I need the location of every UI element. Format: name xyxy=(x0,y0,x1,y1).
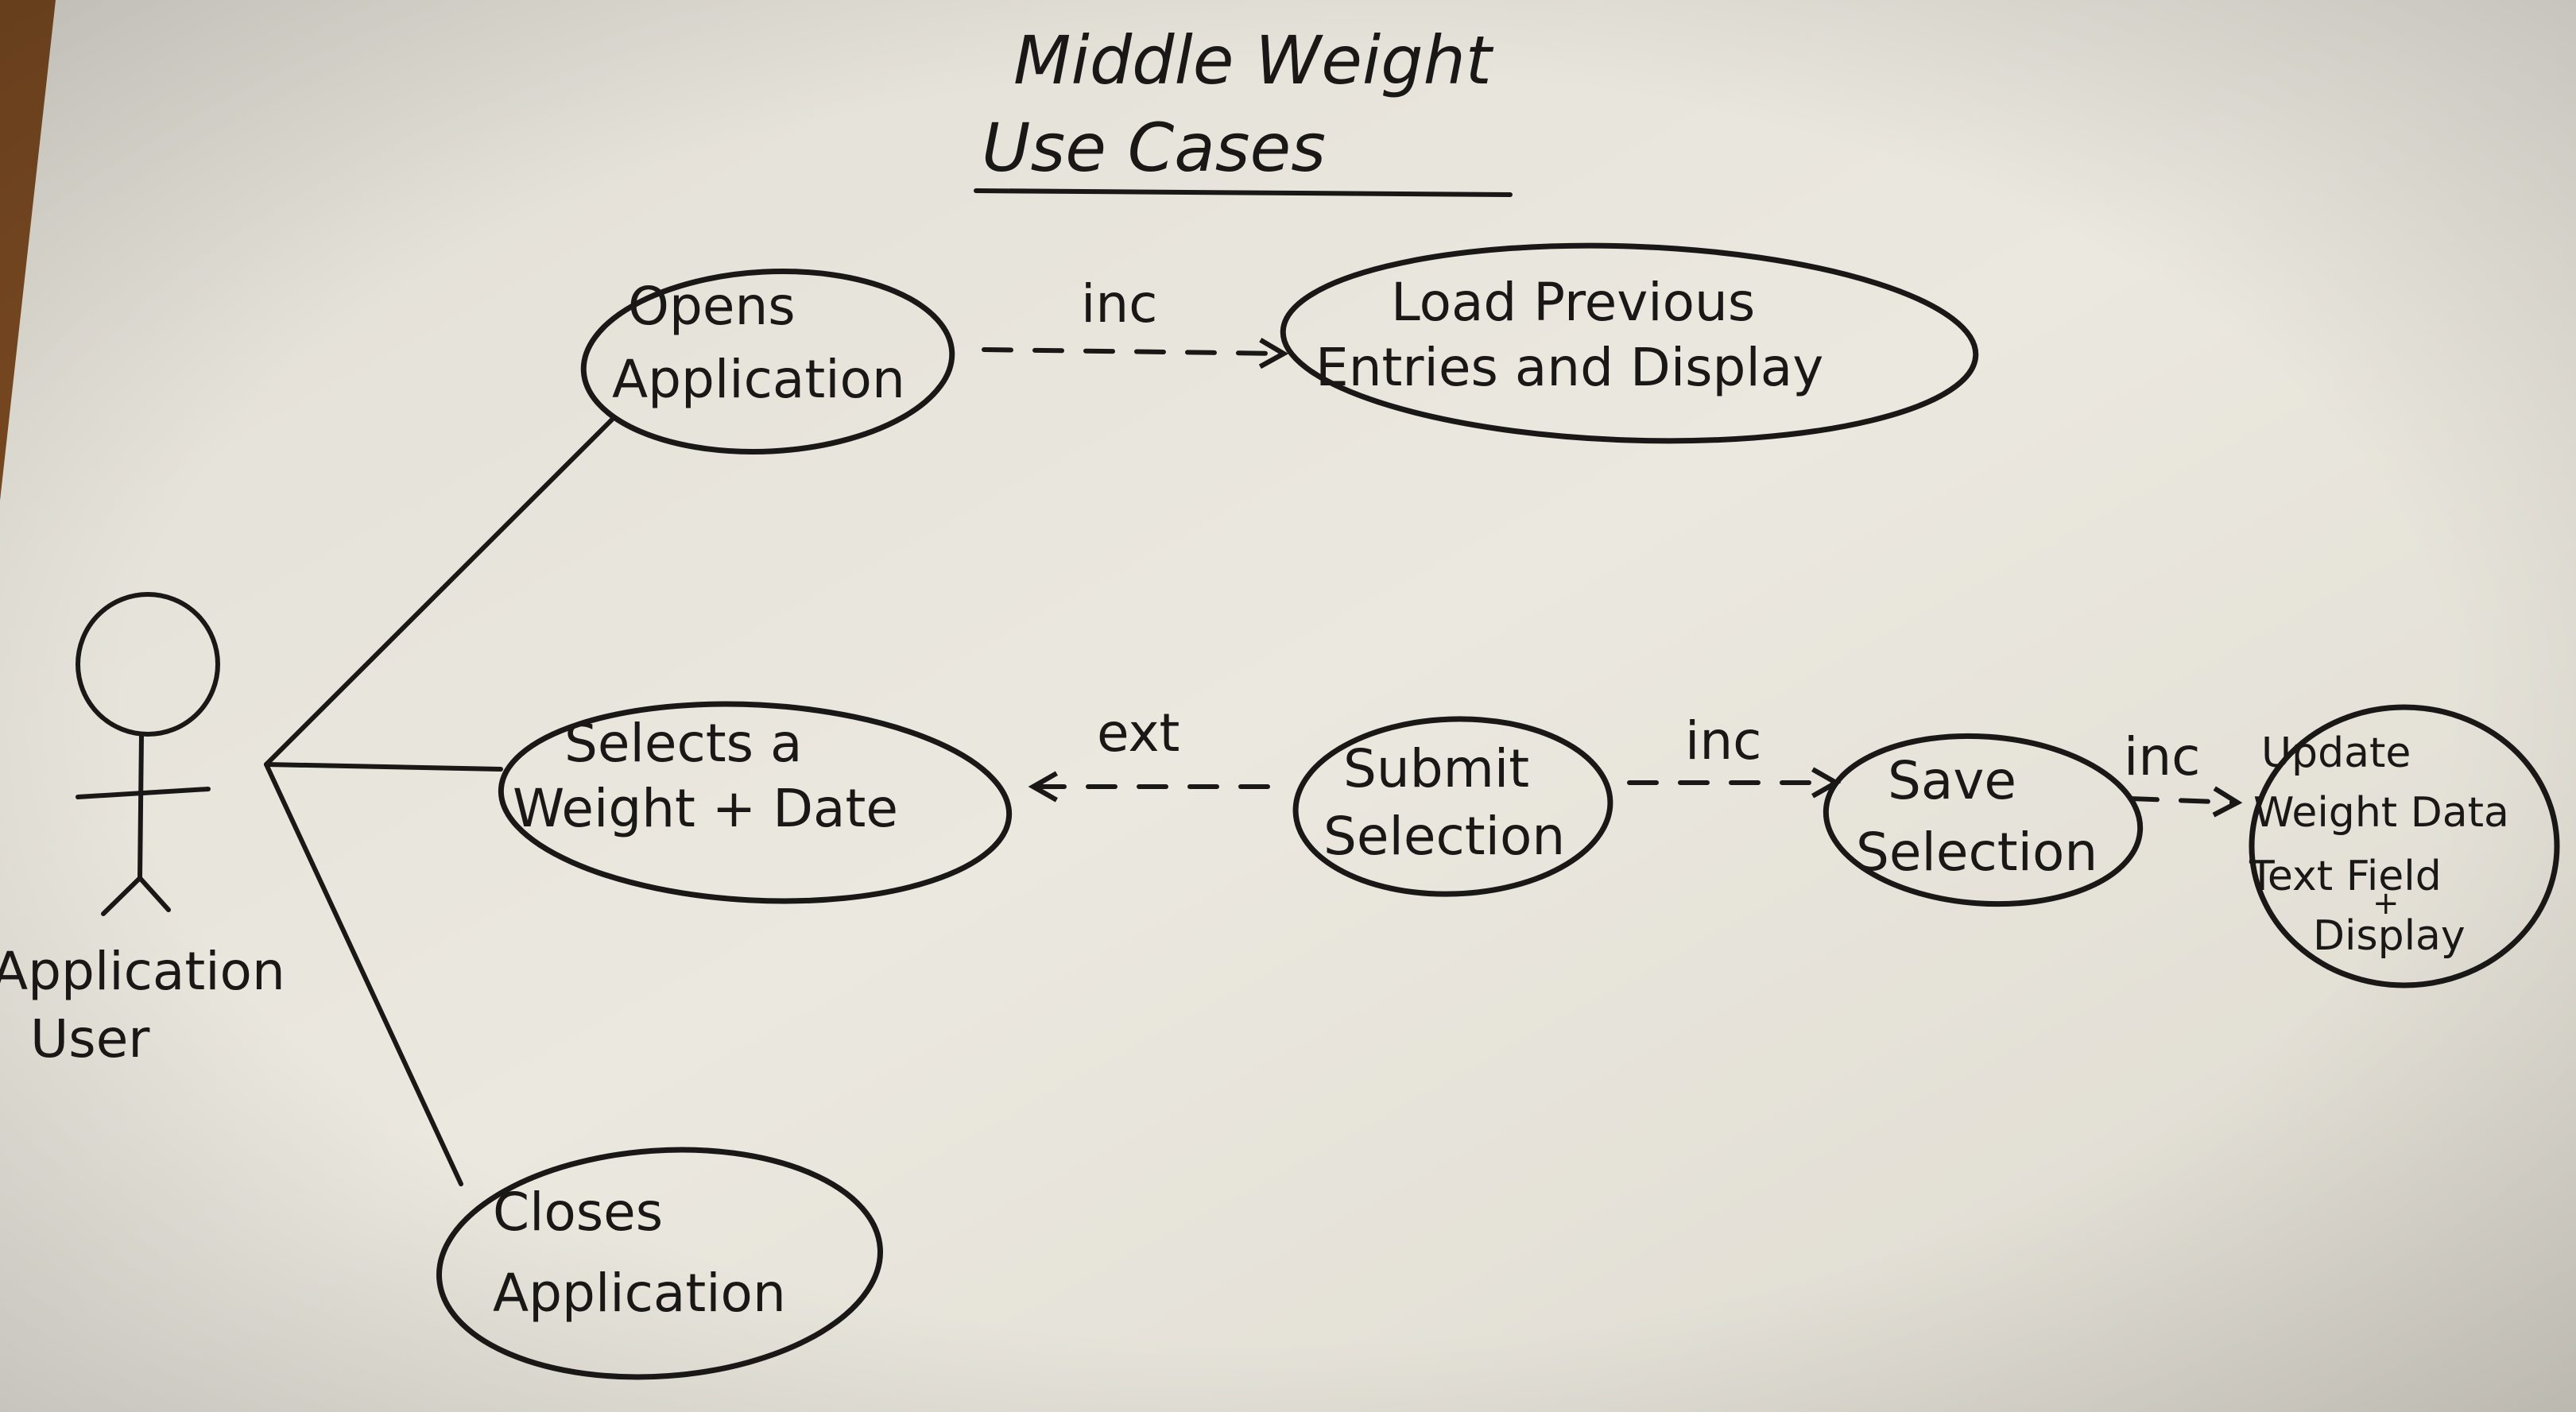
actor-head xyxy=(76,592,220,737)
association-closes-application xyxy=(264,762,463,1186)
association-opens-application xyxy=(264,417,614,767)
selects-weight-line1: Selects a xyxy=(564,713,802,774)
load-previous-line2: Entries and Display xyxy=(1315,337,1823,398)
update-weight-line4: + xyxy=(2373,885,2400,922)
diagram-title-line2: Use Cases xyxy=(982,109,1326,187)
use-case-update-weight-data xyxy=(2249,704,2560,988)
use-case-load-previous-entries xyxy=(1280,242,1979,444)
actor-left-leg xyxy=(101,876,142,916)
actor-label-line1: Application xyxy=(0,941,285,1002)
selects-weight-line2: Weight + Date xyxy=(513,778,898,839)
opens-application-line2: Application xyxy=(612,349,905,410)
submit-selection-line2: Selection xyxy=(1323,806,1565,867)
actor-right-leg xyxy=(138,876,171,912)
use-case-selects-weight-date xyxy=(498,701,1013,904)
include-label-opens-to-load: inc xyxy=(1081,273,1157,335)
include-label-submit-to-save: inc xyxy=(1685,710,1761,772)
opens-application-line1: Opens xyxy=(628,276,796,337)
update-weight-line2: Weight Data xyxy=(2253,789,2509,837)
update-weight-line1: Update xyxy=(2261,729,2411,777)
closes-application-line2: Application xyxy=(493,1263,786,1324)
include-arrow-opens-to-load xyxy=(982,338,1289,369)
save-selection-line2: Selection xyxy=(1856,822,2098,883)
extend-label-submit-to-selects: ext xyxy=(1097,702,1180,764)
save-selection-line1: Save xyxy=(1888,750,2016,811)
use-case-save-selection xyxy=(1823,733,2144,907)
actor-arms xyxy=(76,787,211,799)
actor-body xyxy=(138,733,144,880)
use-case-opens-application xyxy=(580,269,955,455)
use-case-submit-selection xyxy=(1292,716,1613,897)
actor-stick-figure xyxy=(76,592,220,916)
include-arrow-save-to-update xyxy=(2128,786,2243,818)
load-previous-line1: Load Previous xyxy=(1391,272,1755,333)
use-case-closes-application xyxy=(436,1147,883,1380)
association-selects-weight xyxy=(264,762,503,772)
closes-application-line1: Closes xyxy=(493,1182,663,1243)
diagram-title-line1: Middle Weight xyxy=(1013,21,1494,99)
update-weight-line5: Display xyxy=(2313,912,2466,960)
include-label-save-to-update: inc xyxy=(2124,726,2200,787)
submit-selection-line1: Submit xyxy=(1343,738,1529,799)
actor-label-line2: User xyxy=(30,1008,150,1070)
update-weight-line3: Text Field xyxy=(2249,853,2442,900)
title-underline xyxy=(974,188,1513,197)
